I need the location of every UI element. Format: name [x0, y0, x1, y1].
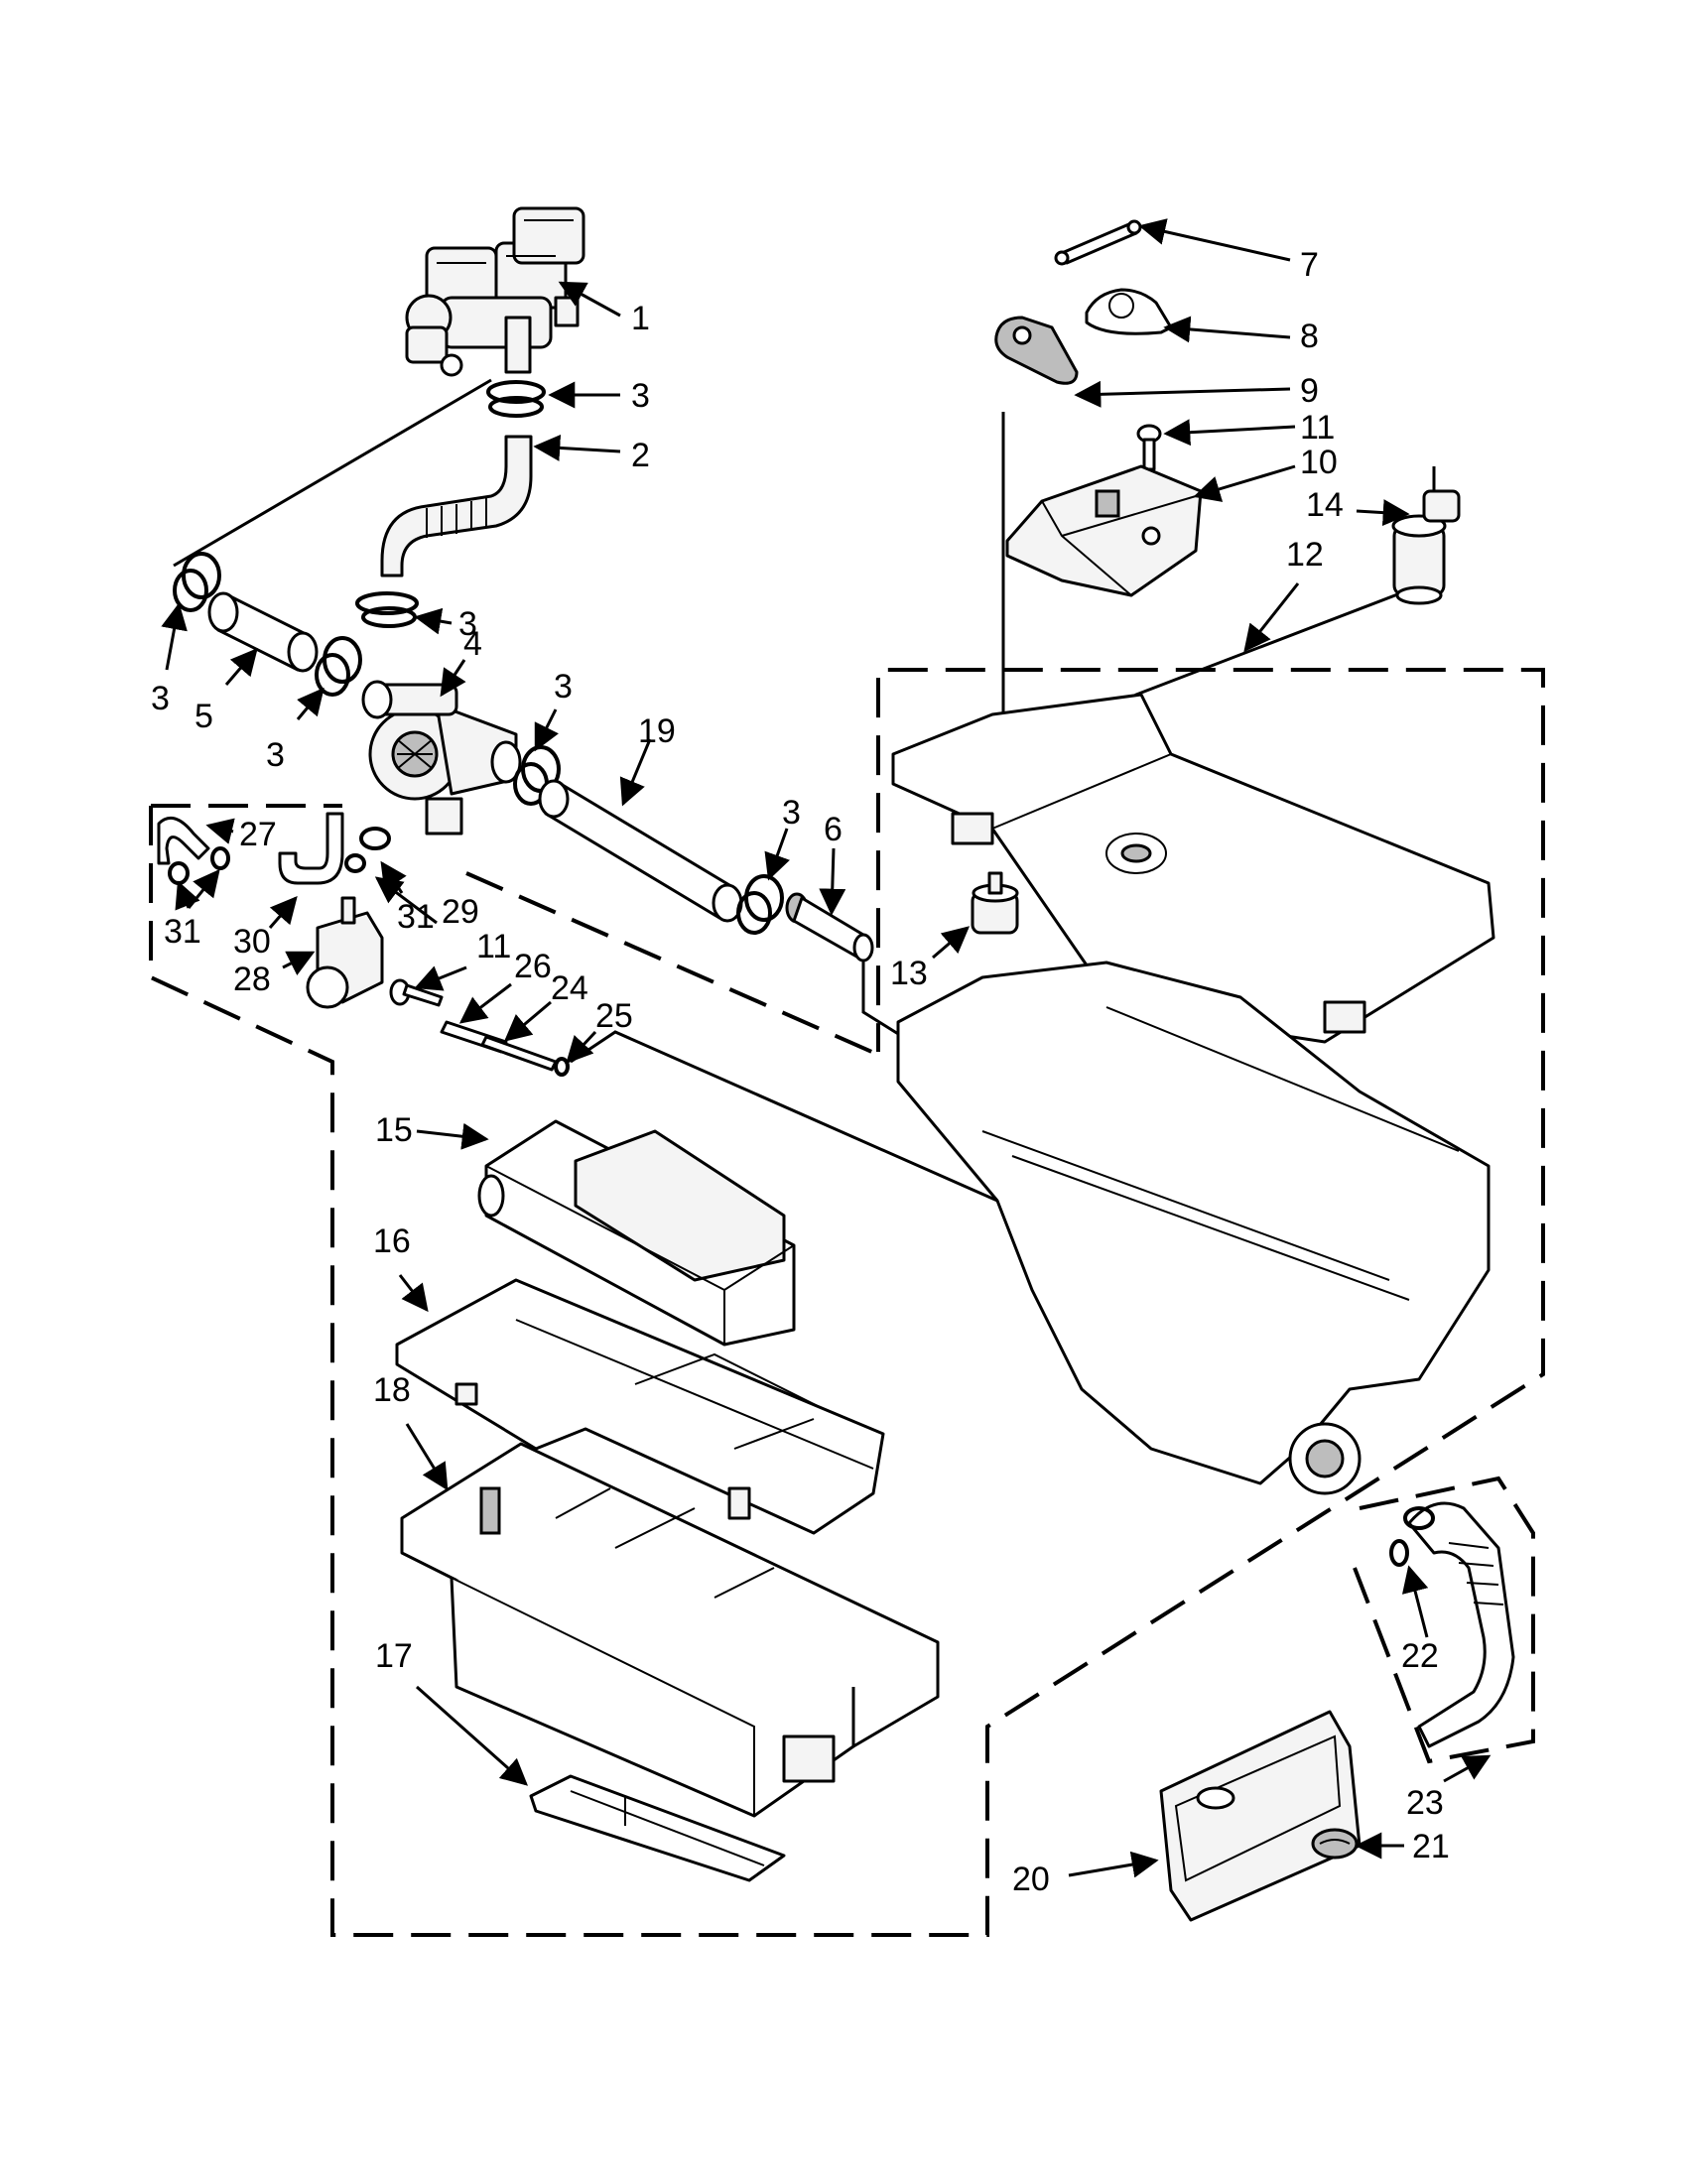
callout-11: 11: [1300, 409, 1335, 447]
callout-9: 9: [1300, 372, 1319, 410]
callout-23: 23: [1406, 1784, 1444, 1822]
callout-19: 19: [638, 712, 676, 750]
group-borders: [149, 668, 1545, 1937]
part-19-hose: [538, 779, 743, 923]
callout-6: 6: [824, 811, 843, 848]
callout-15: 15: [375, 1111, 413, 1149]
callout-5: 5: [195, 698, 213, 735]
callout-26: 26: [514, 948, 552, 985]
callout-27: 27: [239, 816, 277, 853]
part-18-drawer: [400, 1442, 940, 1818]
part-10-actuator: [1005, 464, 1203, 597]
part-3-clamp-mid: [315, 636, 362, 697]
part-25-oring: [554, 1057, 570, 1077]
callout-24: 24: [551, 969, 588, 1007]
part-27-hose: [157, 816, 230, 885]
part-15-lid: [477, 1119, 796, 1347]
callout-10: 10: [1300, 444, 1338, 481]
callout-17: 17: [375, 1637, 413, 1675]
part-9-gasket: [994, 316, 1079, 385]
part-14-diverter: [1391, 489, 1461, 605]
callout-12: 12: [1286, 536, 1324, 574]
part-7-link: [1054, 219, 1142, 266]
part-22-hose: [1389, 1501, 1515, 1748]
part-28-pressure-switch: [306, 896, 384, 1009]
part-17-drawer-insert: [529, 1774, 786, 1882]
callout-13: 13: [890, 955, 928, 992]
part-24-rod: [480, 1035, 558, 1072]
part-12-housing-body: [896, 961, 1491, 1495]
part-2-inlet-hose: [355, 380, 546, 628]
part-6-fitting: [785, 892, 874, 963]
callout-18: 18: [373, 1371, 411, 1409]
pump-connector-border: [465, 871, 884, 1059]
part-30-hose: [278, 812, 391, 885]
part-3-clamp-right: [736, 874, 784, 935]
callout-4: 4: [463, 625, 482, 663]
part-16-tray-insert: [395, 1278, 885, 1535]
callout-3: 3: [631, 377, 650, 415]
part-1-inlet-valve: [405, 206, 585, 377]
callout-labels: 1 3 2 3 3 4 5 3 3 19 3 6 27 31 30 28 31 …: [151, 246, 1450, 1898]
part-12-housing-cover: [891, 693, 1495, 1044]
callout-8: 8: [1300, 318, 1319, 355]
callout-25: 25: [595, 997, 633, 1035]
callout-16: 16: [373, 1222, 411, 1260]
callout-3: 3: [266, 736, 285, 774]
callout-30: 30: [233, 923, 271, 961]
callout-14: 14: [1306, 486, 1344, 524]
hose-group-border: [1353, 1476, 1535, 1764]
callout-3: 3: [782, 794, 801, 832]
callout-3: 3: [554, 668, 573, 706]
part-11-screw-right: [1136, 424, 1162, 471]
part-20-handle: [1159, 1710, 1362, 1922]
part-3-clamp-left: [173, 552, 221, 612]
callout-3: 3: [151, 680, 170, 717]
part-13-siphon: [971, 871, 1019, 935]
part-5-hose: [207, 591, 319, 673]
callout-31: 31: [164, 913, 201, 951]
callout-29: 29: [442, 893, 479, 931]
callout-22: 22: [1401, 1637, 1439, 1675]
callout-28: 28: [233, 961, 271, 998]
dispenser-group-border: [149, 668, 1545, 1937]
part-11-screw-left: [389, 978, 444, 1007]
leader-lines: [161, 218, 1492, 1878]
part-21-badge: [1311, 1828, 1359, 1860]
callout-3: 3: [458, 605, 477, 643]
callout-21: 21: [1412, 1828, 1450, 1865]
callout-1: 1: [631, 300, 650, 337]
callout-2: 2: [631, 437, 650, 474]
callout-31: 31: [397, 898, 435, 936]
callout-7: 7: [1300, 246, 1319, 284]
part-4-drain-pump: [361, 680, 522, 835]
part-8-cam: [1085, 288, 1173, 335]
callout-11: 11: [476, 928, 511, 965]
callout-20: 20: [1012, 1861, 1050, 1898]
